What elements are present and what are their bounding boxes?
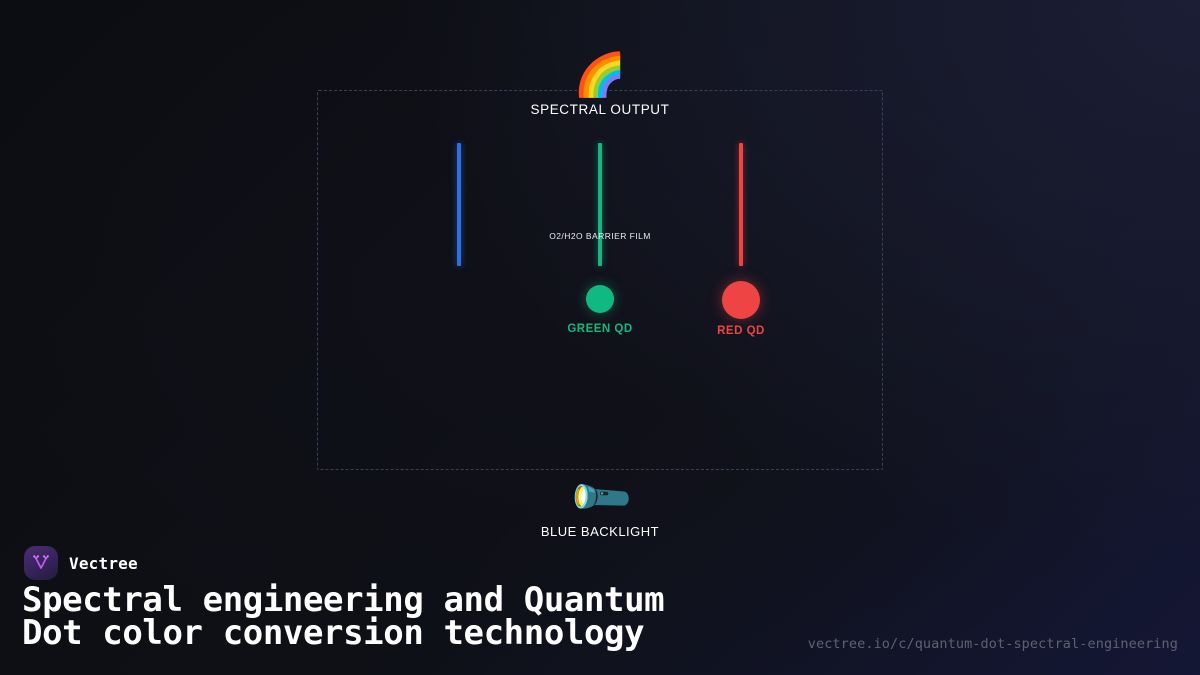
red-emission-bar [739, 143, 743, 266]
footer: Vectree Spectral engineering and Quantum… [0, 540, 1200, 675]
spectral-output-group: 🌈 SPECTRAL OUTPUT [0, 51, 1200, 118]
display-stack-enclosure [317, 90, 883, 470]
barrier-film-label: O2/H2O BARRIER FILM [549, 231, 651, 241]
blue-backlight-group: 🔦 BLUE BACKLIGHT [0, 463, 1200, 539]
green-quantum-dot-circle [586, 285, 614, 313]
green-quantum-dot-label: GREEN QD [567, 323, 633, 335]
blue-emission-bar [457, 143, 461, 266]
green-emission-bar [598, 143, 602, 266]
vectree-logo-icon [24, 546, 58, 580]
red-quantum-dot: RED QD [681, 281, 801, 337]
rainbow-icon: 🌈 [573, 51, 627, 98]
brand-name: Vectree [69, 553, 138, 573]
green-quantum-dot: GREEN QD [540, 285, 660, 335]
red-quantum-dot-circle [722, 281, 760, 319]
blue-backlight-label: BLUE BACKLIGHT [540, 524, 660, 539]
red-quantum-dot-label: RED QD [717, 325, 765, 337]
spectral-output-label: SPECTRAL OUTPUT [530, 102, 670, 117]
brand-row: Vectree [24, 546, 138, 580]
footer-url: vectree.io/c/quantum-dot-spectral-engine… [807, 636, 1178, 652]
page-title: Spectral engineering and Quantum Dot col… [22, 580, 665, 653]
